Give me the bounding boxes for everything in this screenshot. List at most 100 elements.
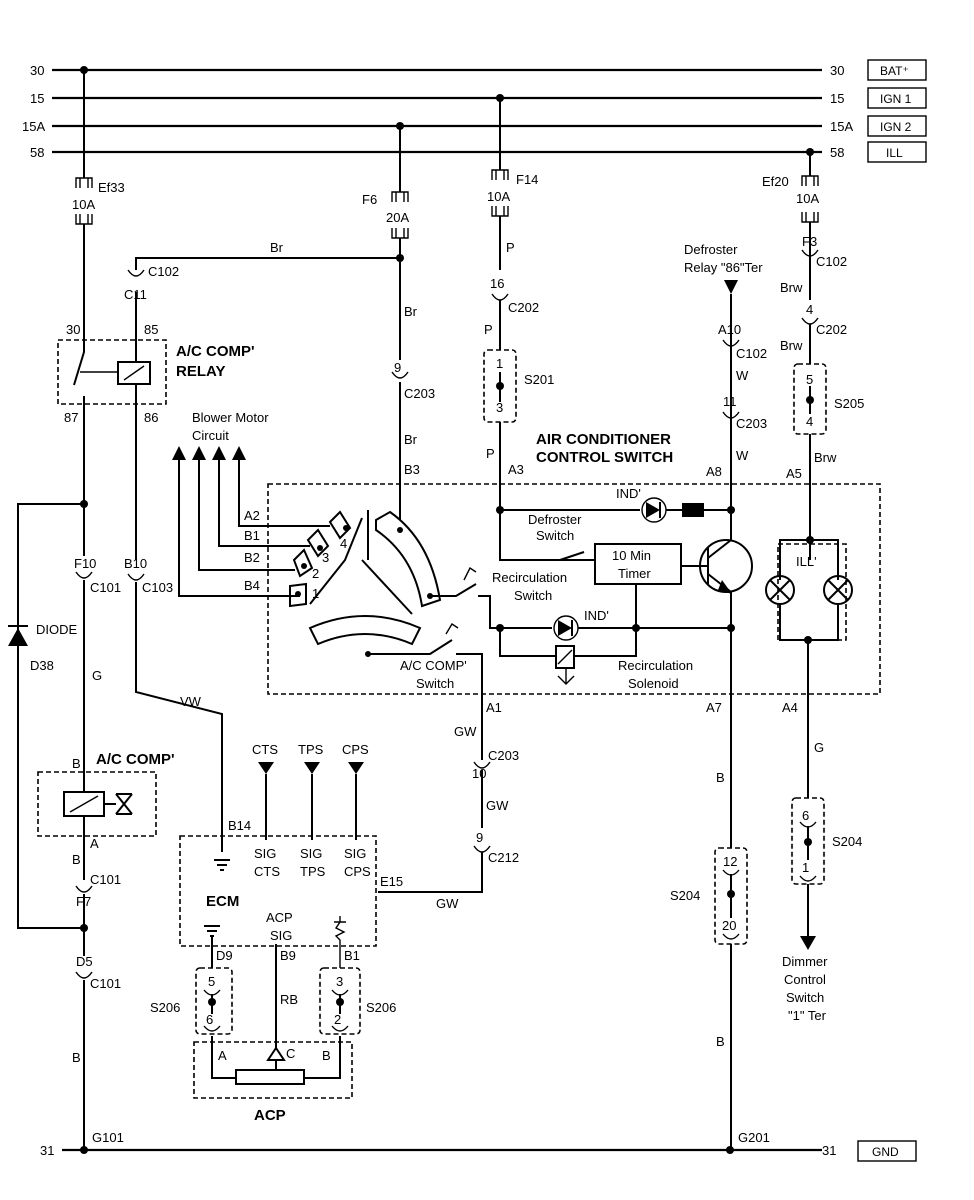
wire-gw-a: GW xyxy=(454,724,477,739)
fuse-ef20-name: Ef20 xyxy=(762,174,789,189)
s204-pin-6: 6 xyxy=(802,808,809,823)
ground-rail: 31 31 GND G101 G201 xyxy=(40,1130,917,1162)
wire-b-d: B xyxy=(72,1050,81,1065)
s206-label-b: S206 xyxy=(366,1000,396,1015)
g101-label: G101 xyxy=(92,1130,124,1145)
d38-label: D38 xyxy=(30,658,54,673)
ac-comp-label: A/C COMP' xyxy=(96,751,175,768)
wire-vw: VW xyxy=(180,694,202,709)
acp-sensor: 5 6 S206 3 2 S206 RB A C B ACP xyxy=(150,967,396,1124)
acp-sig-2: SIG xyxy=(270,928,292,943)
a4-dimmer-path: A4 G 6 1 S204 Dimmer Control Switch "1" … xyxy=(782,700,862,1023)
acp-pin-b: B xyxy=(322,1048,331,1063)
rail-58-left: 58 xyxy=(30,145,44,160)
sw-b1: B1 xyxy=(244,528,260,543)
s206-pin-3: 3 xyxy=(336,974,343,989)
fuse-f6: F6 20A xyxy=(362,126,409,239)
wire-rb: RB xyxy=(280,992,298,1007)
c212-label: C212 xyxy=(488,850,519,865)
s206-pin-6: 6 xyxy=(206,1012,213,1027)
wire-p-b: P xyxy=(484,322,493,337)
wire-br-top: Br xyxy=(270,240,284,255)
acp-pin-a: A xyxy=(218,1048,227,1063)
rail-15a-right: 15A xyxy=(830,119,853,134)
c101-label-b: C101 xyxy=(90,872,121,887)
rail-31-left: 31 xyxy=(40,1143,54,1158)
acp-label: ACP xyxy=(254,1107,286,1124)
switch-pos-1: 1 xyxy=(312,586,319,601)
cps-input: CPS xyxy=(342,742,369,757)
s204-pin-12: 12 xyxy=(723,854,737,869)
fuse-ef33: Ef33 10A xyxy=(72,70,125,225)
s204-label-b: S204 xyxy=(832,834,862,849)
c101-label-a: C101 xyxy=(90,580,121,595)
dimmer-label-3: Switch xyxy=(786,990,824,1005)
rail-15-left: 15 xyxy=(30,91,44,106)
sw-a1: A1 xyxy=(486,700,502,715)
sig-cts-1: SIG xyxy=(254,846,276,861)
ecm-b9: B9 xyxy=(280,948,296,963)
c203-label-a: C203 xyxy=(404,386,435,401)
fuse-ef33-rating: 10A xyxy=(72,197,95,212)
recirc-switch-label: Recirculation xyxy=(492,570,567,585)
sw-b2: B2 xyxy=(244,550,260,565)
f10-label: F10 xyxy=(74,556,96,571)
relay-pin-85: 85 xyxy=(144,322,158,337)
ign2-box: IGN 2 xyxy=(880,120,912,134)
pin-16: 16 xyxy=(490,276,504,291)
wire-p-a: P xyxy=(506,240,515,255)
s201-pin-3: 3 xyxy=(496,400,503,415)
sig-cps-2: CPS xyxy=(344,864,371,879)
wire-b-a: B xyxy=(716,770,725,785)
blower-motor-label-2: Circuit xyxy=(192,428,229,443)
defroster-switch-label: Defroster xyxy=(528,512,582,527)
ac-comp-switch-label: A/C COMP' xyxy=(400,658,467,673)
sw-a4: A4 xyxy=(782,700,798,715)
switch-pos-4: 4 xyxy=(340,536,347,551)
defroster-relay-label: Defroster xyxy=(684,242,738,257)
ign1-box: IGN 1 xyxy=(880,92,912,106)
acc-pin-a: A xyxy=(90,836,99,851)
rail-31-right: 31 xyxy=(822,1143,836,1158)
fuse-ef20: Ef20 10A xyxy=(762,152,819,223)
sw-b3: B3 xyxy=(404,462,420,477)
c11-label: C11 xyxy=(124,287,147,302)
c202-label-a: C202 xyxy=(508,300,539,315)
s201-pin-1: 1 xyxy=(496,356,503,371)
c203-label-c: C203 xyxy=(488,748,519,763)
fuse-ef20-rating: 10A xyxy=(796,191,819,206)
pin-11: 11 xyxy=(723,394,737,409)
rail-30-left: 30 xyxy=(30,63,44,78)
ecm-b1: B1 xyxy=(344,948,360,963)
relay-85-feed: C102 C11 Br Br 9 C203 Br B3 xyxy=(124,238,435,520)
ecm: ECM CTS TPS CPS SIG CTS SIG TPS SIG CPS … xyxy=(179,742,377,968)
fuse-f6-rating: 20A xyxy=(386,210,409,225)
wire-g-right: G xyxy=(814,740,824,755)
s206-pin-2: 2 xyxy=(334,1012,341,1027)
wire-br-low: Br xyxy=(404,432,418,447)
wire-g-left: G xyxy=(92,668,102,683)
a7-ground-path: A7 B 12 20 S204 B xyxy=(670,700,748,1150)
wire-b-c: B xyxy=(72,852,81,867)
pin-10: 10 xyxy=(472,766,486,781)
s206-label-a: S206 xyxy=(150,1000,180,1015)
defroster-relay-path: Defroster Relay "86"Ter A10 C102 W 11 C2… xyxy=(684,242,767,520)
wire-brw-b: Brw xyxy=(780,338,803,353)
ef20-path: F3 C102 Brw 4 C202 Brw 5 4 S205 Brw A5 xyxy=(780,222,864,560)
wire-gw-b: GW xyxy=(486,798,509,813)
ind-label-1: IND' xyxy=(616,486,641,501)
tps-input: TPS xyxy=(298,742,324,757)
wire-brw-a: Brw xyxy=(780,280,803,295)
wire-b-b: B xyxy=(716,1034,725,1049)
relay-pin-30: 30 xyxy=(66,322,80,337)
s206-pin-5: 5 xyxy=(208,974,215,989)
s201-label: S201 xyxy=(524,372,554,387)
recirc-solenoid-label: Recirculation xyxy=(618,658,693,673)
ind-label-2: IND' xyxy=(584,608,609,623)
g201-label: G201 xyxy=(738,1130,770,1145)
sw-a5: A5 xyxy=(786,466,802,481)
relay-pin-86: 86 xyxy=(144,410,158,425)
sig-cts-2: CTS xyxy=(254,864,280,879)
ill-label: ILL' xyxy=(796,554,817,569)
sig-tps-1: SIG xyxy=(300,846,322,861)
